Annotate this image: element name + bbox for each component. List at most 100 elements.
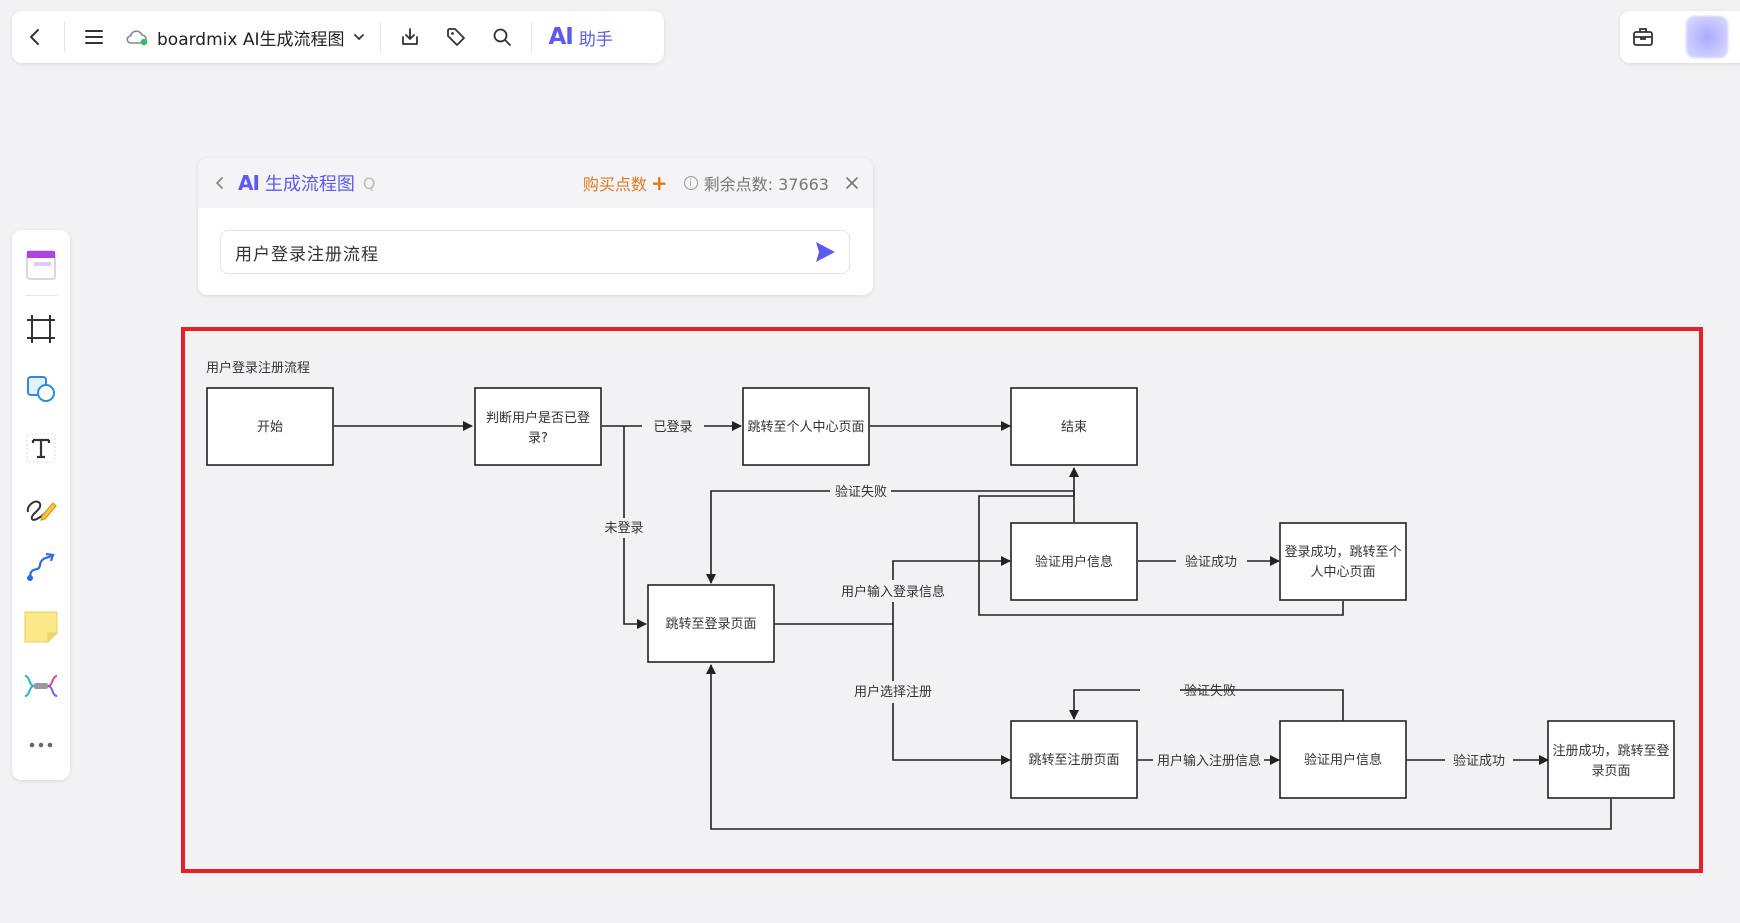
toolbox-button[interactable] [1620, 11, 1666, 63]
edge-label-choose-register: 用户选择注册 [854, 684, 932, 700]
avatar[interactable] [1686, 16, 1728, 58]
svg-text:录?: 录? [528, 431, 548, 446]
svg-text:跳转至登录页面: 跳转至登录页面 [665, 617, 756, 632]
help-glyph[interactable]: Q [362, 173, 376, 193]
edge-label-verify-success-2: 验证成功 [1453, 753, 1505, 769]
edge-verify-fail-2 [1074, 689, 1344, 721]
edge-register-success-to-login [706, 664, 1612, 830]
generated-flowchart-frame[interactable] [181, 327, 1703, 873]
text-icon [26, 433, 56, 463]
top-right-toolbar [1620, 11, 1740, 63]
node-login-success[interactable]: 登录成功，跳转至个 人中心页面 [1279, 522, 1407, 601]
info-icon[interactable]: i [683, 176, 698, 190]
search-icon [494, 28, 512, 46]
cloud-sync-icon [126, 30, 148, 46]
mindmap-tool[interactable] [18, 661, 64, 710]
more-icon [29, 743, 53, 748]
svg-text:跳转至个人中心页面: 跳转至个人中心页面 [747, 420, 864, 435]
tag-icon [447, 28, 466, 46]
document-title-dropdown[interactable]: boardmix AI生成流程图 [117, 25, 374, 50]
left-toolbar [12, 230, 70, 780]
download-icon [402, 28, 419, 45]
edge-label-verify-success-1: 验证成功 [1185, 554, 1237, 570]
ai-assistant-button[interactable]: AI 助手 [538, 24, 622, 50]
ai-logo: AI [548, 24, 573, 50]
shape-tool[interactable] [18, 364, 64, 413]
send-icon [816, 242, 835, 262]
ai-prompt-box [220, 230, 850, 274]
divider [531, 22, 533, 52]
edge-label-logged-in: 已登录 [653, 420, 692, 435]
node-to-personal-center[interactable]: 跳转至个人中心页面 [742, 387, 870, 466]
connector-icon [27, 552, 55, 581]
ai-flowchart-panel: AI 生成流程图 Q 购买点数 + i 剩余点数: 37663 [198, 158, 873, 295]
edge-not-logged-in [623, 426, 646, 624]
edge-label-not-logged-in: 未登录 [604, 521, 643, 536]
ai-assistant-label: 助手 [578, 29, 613, 50]
ai-panel-header: AI 生成流程图 Q 购买点数 + i 剩余点数: 37663 [198, 158, 873, 208]
toolbox-icon [1633, 28, 1653, 46]
connector-tool[interactable] [18, 542, 64, 591]
edge-label-input-register: 用户输入注册信息 [1157, 753, 1261, 769]
send-button[interactable] [813, 240, 837, 264]
pen-tool[interactable] [18, 483, 64, 532]
pen-icon [26, 500, 57, 521]
back-icon [30, 29, 39, 45]
frame-tool[interactable] [18, 304, 64, 353]
remaining-points-label: 剩余点数: 37663 [703, 175, 829, 194]
svg-text:跳转至注册页面: 跳转至注册页面 [1028, 753, 1119, 768]
text-tool[interactable] [18, 423, 64, 472]
node-login-page[interactable]: 跳转至登录页面 [647, 584, 775, 663]
svg-text:验证用户信息: 验证用户信息 [1035, 554, 1113, 570]
edge-labels: 已登录 未登录 验证失败 用户输入登录信息 验证成功 用户选择注册 验证失败 用… [604, 420, 1505, 769]
edge-label-verify-fail-1: 验证失败 [835, 484, 887, 500]
frame-icon [27, 315, 55, 344]
more-tools-button[interactable] [18, 721, 64, 770]
download-button[interactable] [387, 11, 433, 63]
node-register-success[interactable]: 注册成功，跳转至登 录页面 [1547, 720, 1675, 799]
node-verify-register[interactable]: 验证用户信息 [1279, 720, 1407, 799]
diagram-title: 用户登录注册流程 [206, 360, 310, 376]
svg-text:开始: 开始 [257, 420, 283, 435]
sticky-note-icon [24, 611, 58, 643]
menu-button[interactable] [71, 11, 117, 63]
edge-label-verify-fail-2: 验证失败 [1184, 683, 1236, 699]
node-check-login[interactable]: 判断用户是否已登 录? [474, 387, 602, 466]
edge-choose-register [892, 624, 1010, 760]
node-start[interactable]: 开始 [206, 387, 334, 466]
shape-icon [27, 375, 55, 402]
ai-panel-title: AI 生成流程图 [238, 170, 355, 196]
divider [380, 22, 382, 52]
ai-prompt-input[interactable] [233, 241, 813, 263]
edge-login-success-to-end [978, 467, 1344, 616]
svg-text:结束: 结束 [1061, 420, 1087, 435]
node-verify-login[interactable]: 验证用户信息 [1010, 522, 1138, 601]
divider [64, 22, 65, 52]
panel-back-button[interactable] [212, 175, 228, 191]
document-title: boardmix AI生成流程图 [157, 29, 345, 50]
sticky-note-tool[interactable] [18, 602, 64, 651]
svg-text:验证用户信息: 验证用户信息 [1304, 752, 1382, 768]
edge-label-input-login: 用户输入登录信息 [841, 584, 945, 600]
template-icon [26, 249, 56, 280]
svg-text:判断用户是否已登: 判断用户是否已登 [486, 410, 590, 426]
buy-points-button[interactable]: 购买点数 + [583, 171, 668, 195]
remaining-points: i 剩余点数: 37663 [683, 171, 829, 195]
svg-text:登录成功，跳转至个: 登录成功，跳转至个 [1284, 545, 1401, 560]
close-button[interactable] [845, 176, 859, 190]
node-register-page[interactable]: 跳转至注册页面 [1010, 720, 1138, 799]
back-button[interactable] [12, 11, 58, 63]
ai-logo: AI [238, 171, 260, 195]
template-tool[interactable] [18, 240, 64, 289]
chevron-left-icon [216, 177, 223, 189]
menu-icon [85, 30, 103, 44]
svg-text:注册成功，跳转至登: 注册成功，跳转至登 [1552, 744, 1669, 759]
plus-icon: + [650, 171, 668, 195]
close-icon [846, 177, 858, 189]
chevron-down-icon [354, 34, 365, 40]
flowchart-edges [334, 426, 1612, 830]
tag-button[interactable] [433, 11, 479, 63]
node-end[interactable]: 结束 [1010, 387, 1138, 466]
search-button[interactable] [479, 11, 525, 63]
